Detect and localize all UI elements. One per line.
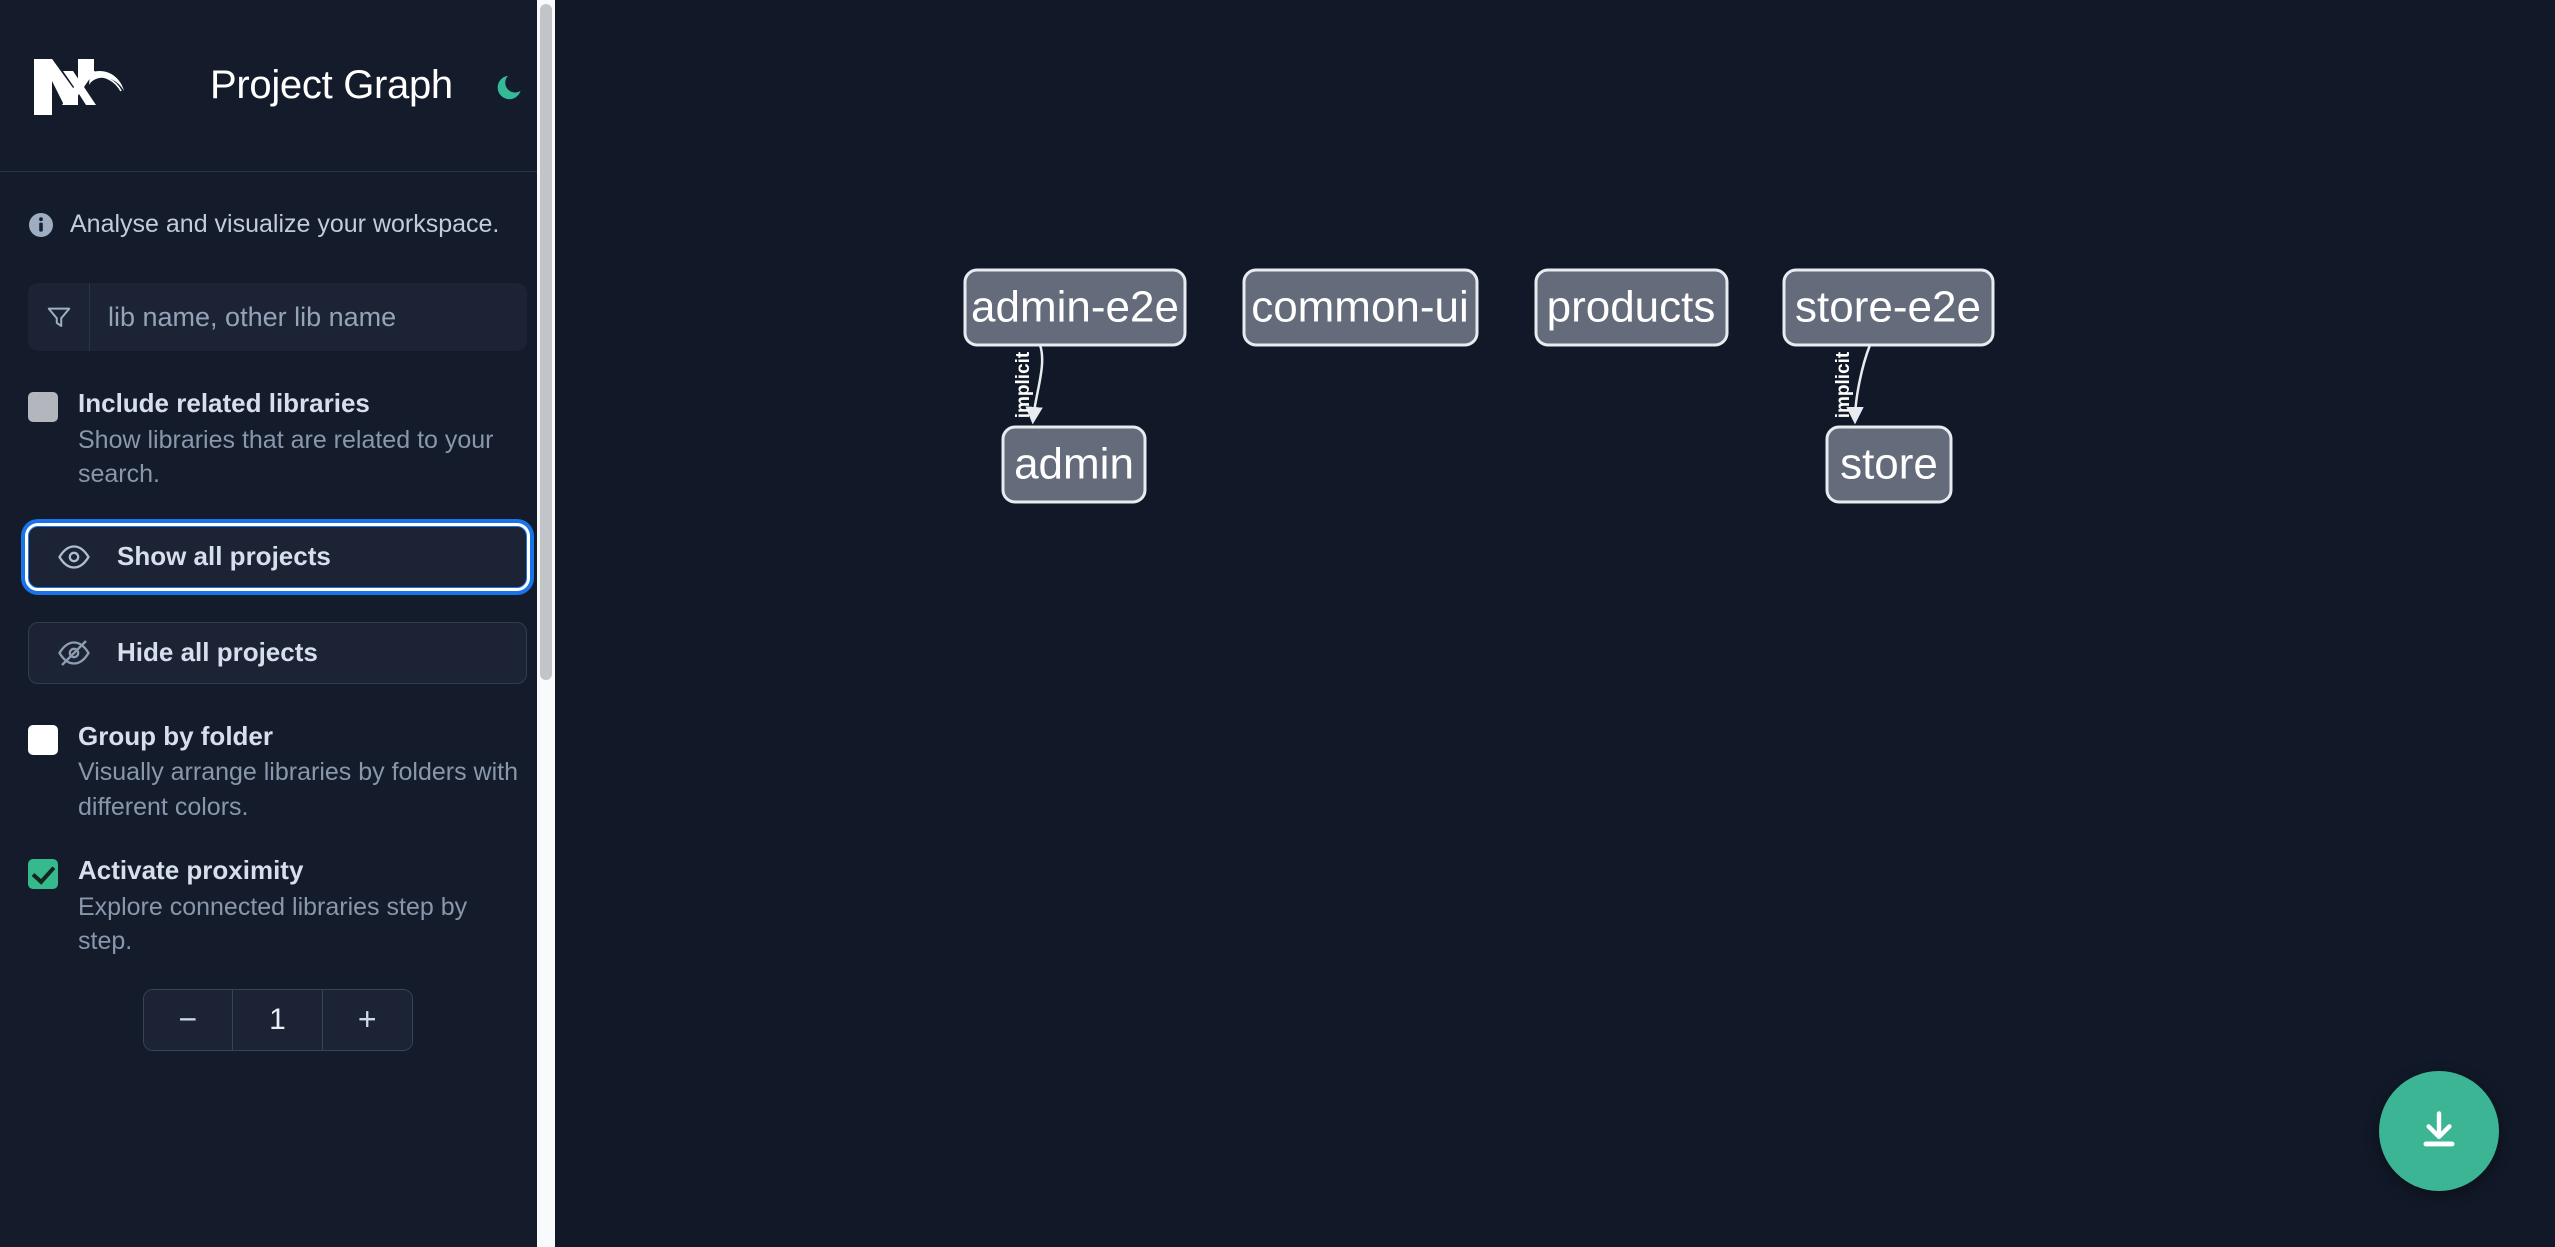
activate-proximity-checkbox[interactable] bbox=[28, 859, 58, 889]
edge-label-store-implicit: implicit bbox=[1833, 351, 1854, 418]
download-icon bbox=[2413, 1103, 2465, 1160]
show-all-projects-button[interactable]: Show all projects bbox=[28, 525, 527, 588]
edge-admin-e2e-to-admin bbox=[1025, 344, 1044, 425]
moon-icon[interactable] bbox=[491, 66, 531, 106]
graph-node-store-e2e[interactable]: store-e2e bbox=[1782, 268, 1995, 347]
graph-node-label: store bbox=[1840, 440, 1938, 489]
include-related-libraries-description: Show libraries that are related to your … bbox=[78, 425, 494, 489]
group-by-folder-checkbox[interactable] bbox=[28, 724, 58, 755]
graph-node-label: store-e2e bbox=[1795, 283, 1981, 332]
option-activate-proximity[interactable]: Activate proximity Explore connected lib… bbox=[28, 854, 527, 959]
page-title: Project Graph bbox=[210, 63, 453, 107]
sidebar-header: Project Graph bbox=[0, 0, 555, 172]
graph-node-admin-e2e[interactable]: admin-e2e bbox=[963, 268, 1187, 347]
eye-icon bbox=[57, 540, 91, 574]
graph-node-admin[interactable]: admin bbox=[1001, 425, 1147, 504]
option-include-related-libraries[interactable]: Include related libraries Show libraries… bbox=[28, 387, 527, 492]
graph-node-label: admin-e2e bbox=[971, 283, 1179, 332]
proximity-increment-button[interactable]: + bbox=[321, 989, 412, 1050]
hide-all-projects-button[interactable]: Hide all projects bbox=[28, 621, 527, 684]
project-graph-svg: implicit implicit admin-e2e common-ui pr… bbox=[963, 268, 1995, 504]
group-by-folder-label: Group by folder bbox=[78, 720, 273, 751]
sidebar-scrollbar[interactable] bbox=[537, 0, 555, 1247]
proximity-stepper[interactable]: − 1 + bbox=[142, 988, 413, 1051]
search-input[interactable] bbox=[90, 283, 527, 351]
sidebar: Project Graph Analyse and visualize your… bbox=[0, 0, 555, 1247]
tagline-text: Analyse and visualize your workspace. bbox=[70, 210, 500, 238]
eye-off-icon bbox=[57, 636, 91, 670]
show-all-projects-label: Show all projects bbox=[117, 541, 331, 571]
proximity-decrement-button[interactable]: − bbox=[143, 989, 234, 1050]
graph-canvas[interactable]: implicit implicit admin-e2e common-ui pr… bbox=[555, 0, 2555, 1247]
option-group-by-folder[interactable]: Group by folder Visually arrange librari… bbox=[28, 720, 527, 825]
search-field[interactable] bbox=[28, 283, 527, 351]
group-by-folder-description: Visually arrange libraries by folders wi… bbox=[78, 758, 519, 821]
graph-nodes: admin-e2e common-ui products store-e2e a… bbox=[963, 268, 1995, 504]
graph-node-store[interactable]: store bbox=[1825, 425, 1953, 504]
graph-node-label: common-ui bbox=[1251, 283, 1469, 332]
include-related-libraries-checkbox[interactable] bbox=[28, 392, 58, 422]
sidebar-scrollbar-thumb[interactable] bbox=[540, 4, 552, 680]
graph-node-label: products bbox=[1547, 283, 1716, 332]
proximity-value: 1 bbox=[233, 989, 322, 1050]
nx-logo-icon bbox=[28, 51, 132, 121]
graph-node-common-ui[interactable]: common-ui bbox=[1242, 268, 1479, 347]
filter-icon bbox=[28, 283, 90, 351]
include-related-libraries-label: Include related libraries bbox=[78, 388, 370, 418]
activate-proximity-label: Activate proximity bbox=[78, 855, 304, 885]
info-icon bbox=[28, 212, 54, 238]
tagline: Analyse and visualize your workspace. bbox=[28, 210, 527, 239]
sidebar-body: Analyse and visualize your workspace. In… bbox=[0, 210, 555, 1051]
graph-node-products[interactable]: products bbox=[1534, 268, 1729, 347]
edge-store-e2e-to-store bbox=[1846, 344, 1872, 425]
activate-proximity-description: Explore connected libraries step by step… bbox=[78, 892, 468, 956]
hide-all-projects-label: Hide all projects bbox=[117, 637, 318, 667]
download-graph-button[interactable] bbox=[2379, 1071, 2499, 1191]
edge-label-admin-implicit: implicit bbox=[1013, 351, 1034, 418]
graph-edges: implicit implicit bbox=[1013, 344, 1872, 425]
graph-node-label: admin bbox=[1014, 440, 1134, 489]
